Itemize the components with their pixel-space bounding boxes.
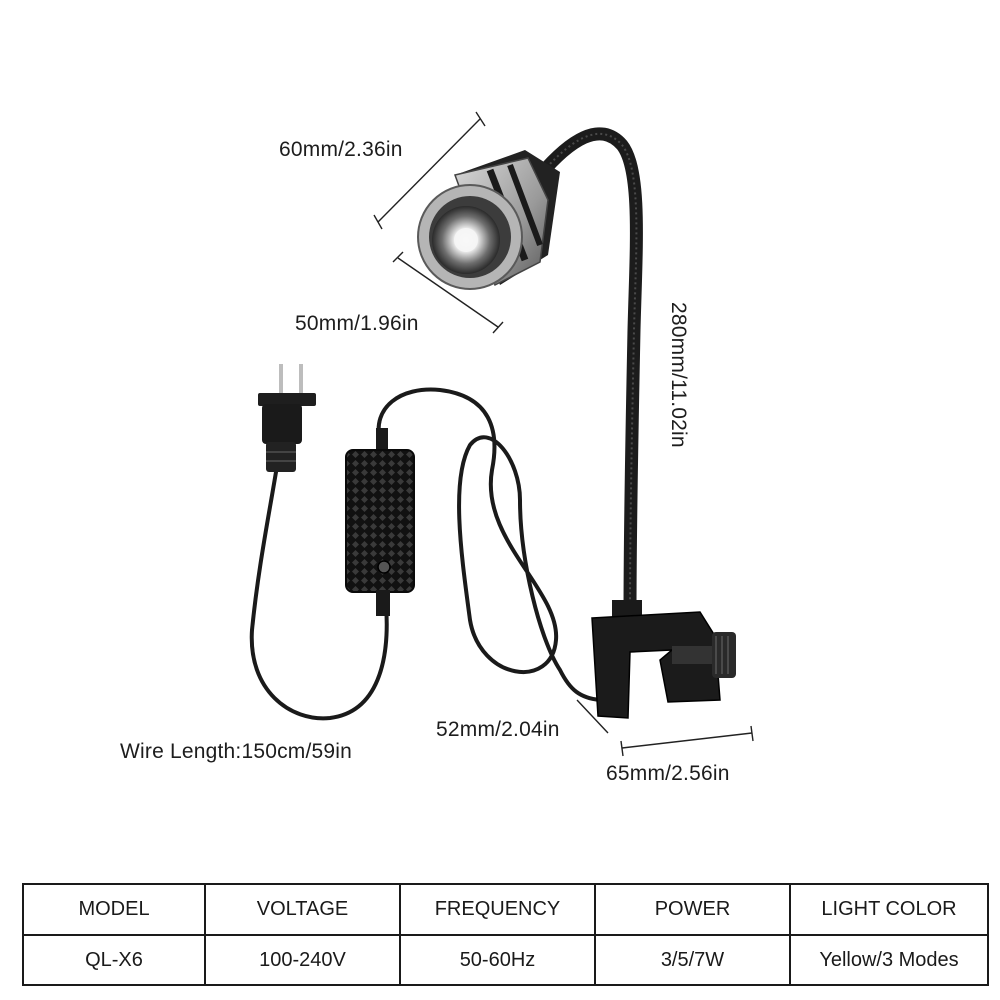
lamp-head xyxy=(417,150,560,290)
spec-value-light-color: Yellow/3 Modes xyxy=(789,934,989,986)
spec-header-power: POWER xyxy=(594,883,791,936)
spec-value-voltage: 100-240V xyxy=(204,934,401,986)
tank-clamp xyxy=(591,600,736,719)
power-plug xyxy=(258,364,316,472)
head-length-label: 50mm/1.96in xyxy=(295,312,419,335)
spec-header-row: MODEL VOLTAGE FREQUENCY POWER LIGHT COLO… xyxy=(22,883,989,936)
dimension-lines xyxy=(373,111,754,757)
spec-value-model: QL-X6 xyxy=(22,934,206,986)
spec-header-frequency: FREQUENCY xyxy=(399,883,596,936)
wire-length-label: Wire Length:150cm/59in xyxy=(120,740,353,763)
head-diameter-label: 60mm/2.36in xyxy=(279,138,403,161)
spec-value-row: QL-X6 100-240V 50-60Hz 3/5/7W Yellow/3 M… xyxy=(22,934,989,986)
spec-header-model: MODEL xyxy=(22,883,206,936)
dimmer-controller xyxy=(345,428,415,616)
spec-value-frequency: 50-60Hz xyxy=(399,934,596,986)
clamp-width-label: 65mm/2.56in xyxy=(606,762,730,785)
spec-table: MODEL VOLTAGE FREQUENCY POWER LIGHT COLO… xyxy=(22,883,989,986)
gooseneck-length-label: 280mm/11.02in xyxy=(667,302,690,448)
spec-header-voltage: VOLTAGE xyxy=(204,883,401,936)
spec-header-light-color: LIGHT COLOR xyxy=(789,883,989,936)
clamp-depth-label: 52mm/2.04in xyxy=(436,718,560,741)
power-cord xyxy=(249,387,602,721)
spec-value-power: 3/5/7W xyxy=(594,934,791,986)
